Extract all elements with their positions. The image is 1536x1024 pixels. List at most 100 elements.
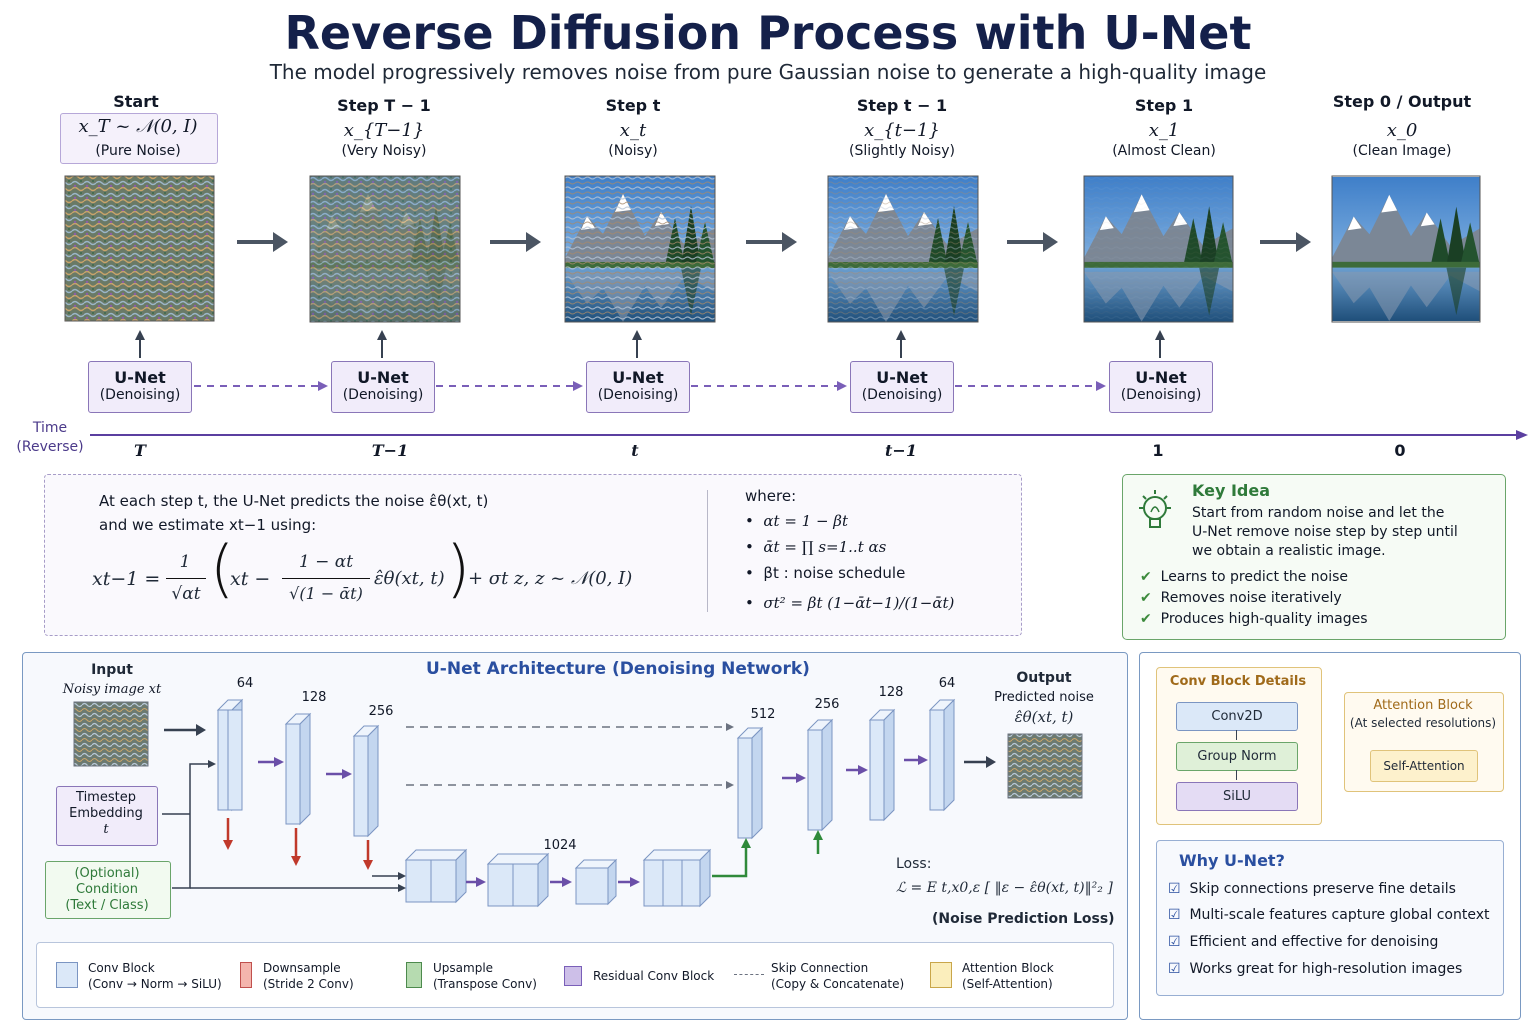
image-tile-noisy: [564, 175, 716, 323]
unet-arch-title: U-Net Architecture (Denoising Network): [426, 659, 810, 679]
formula-line1: At each step t, the U-Net predicts the n…: [99, 492, 489, 510]
key-idea-text-3: we obtain a realistic image.: [1192, 543, 1386, 559]
check-icon: ☑: [1168, 961, 1181, 977]
page-subtitle: The model progressively removes noise fr…: [269, 60, 1267, 84]
key-idea-text-1: Start from random noise and let the: [1192, 505, 1445, 521]
timestep-box: [56, 786, 158, 846]
legend-res-name: Residual Conv Block: [593, 969, 715, 983]
conv-details-title: Conv Block Details: [1169, 674, 1307, 689]
image-tile-clean: [1331, 175, 1481, 323]
legend-attn-name: Attention Block: [962, 961, 1054, 975]
step-var-0: x_0: [1386, 120, 1418, 141]
dec-ch-512: 512: [750, 707, 776, 722]
attention-title: Attention Block: [1373, 698, 1473, 713]
key-idea-point-2: ✔ Removes noise iteratively: [1140, 590, 1342, 606]
unet-box-sub: (Denoising): [342, 387, 424, 403]
unet-up-arrows: [135, 330, 1165, 358]
why-point-4: ☑ Works great for high-resolution images: [1168, 961, 1463, 977]
step-desc-T-1: (Very Noisy): [341, 143, 427, 159]
output-sub: Predicted noise: [994, 690, 1094, 705]
check-icon: ☑: [1168, 907, 1181, 923]
legend-swatch-conv: [56, 962, 78, 988]
tick-T-1: T−1: [371, 441, 409, 460]
unet-box-title: U-Net: [1135, 368, 1187, 387]
timeline-sub: (Reverse): [16, 439, 84, 455]
unet-box-1: U-Net (Denoising): [88, 361, 192, 413]
why-point-1: ☑ Skip connections preserve fine details: [1168, 881, 1456, 897]
timeline-arrowhead: [1516, 430, 1528, 440]
step-var-t-1: x_{t−1}: [864, 120, 940, 141]
unet-box-3: U-Net (Denoising): [586, 361, 690, 413]
formula-box: [44, 474, 1022, 636]
step-desc-start: (Pure Noise): [95, 143, 181, 159]
dec-ch-128: 128: [878, 685, 904, 700]
unet-box-sub: (Denoising): [99, 387, 181, 403]
loss-note: (Noise Prediction Loss): [932, 911, 1115, 927]
key-idea-point-1: ✔ Learns to predict the noise: [1140, 569, 1349, 585]
why-unet-box: [1156, 840, 1504, 996]
conv-arrow-2: [1236, 770, 1237, 780]
step-label-t-1: Step t − 1: [856, 96, 948, 115]
legend-down-sub: (Stride 2 Conv): [263, 977, 354, 991]
step-desc-t-1: (Slightly Noisy): [849, 143, 955, 159]
def-alpha: • αt = 1 − βt: [745, 512, 848, 530]
legend-conv-name: Conv Block: [88, 961, 155, 975]
why-point-3: ☑ Efficient and effective for denoising: [1168, 934, 1439, 950]
formula-line2: and we estimate xt−1 using:: [99, 516, 317, 534]
diffusion-steps-svg: [64, 175, 1528, 440]
def-beta: • βt : noise schedule: [745, 564, 906, 582]
key-idea-text-2: U-Net remove noise step by step until: [1192, 524, 1458, 540]
loss-label: Loss:: [896, 856, 932, 872]
step-label-start: Start: [113, 92, 159, 111]
legend-swatch-skip: [734, 974, 764, 975]
tick-1: 1: [1152, 441, 1164, 460]
legend-down-name: Downsample: [263, 961, 341, 975]
legend-swatch-attn: [930, 962, 952, 988]
legend-attn-sub: (Self-Attention): [962, 977, 1053, 991]
legend-skip-name: Skip Connection: [771, 961, 869, 975]
image-tile-very-noisy: [309, 175, 461, 323]
key-idea-title: Key Idea: [1192, 481, 1271, 500]
step-var-t: x_t: [619, 120, 647, 141]
unet-box-title: U-Net: [357, 368, 409, 387]
step-label-t: Step t: [605, 96, 661, 115]
timestep-l2: Embedding: [69, 806, 143, 821]
legend-up-sub: (Transpose Conv): [433, 977, 537, 991]
where-label: where:: [745, 487, 797, 505]
step-label-0: Step 0 / Output: [1332, 92, 1472, 111]
key-idea-point-3: ✔ Produces high-quality images: [1140, 611, 1368, 627]
timeline-label: Time: [32, 420, 68, 436]
legend-swatch-down: [240, 962, 252, 988]
tick-t: t: [631, 441, 639, 460]
unet-chain-arrowheads: [318, 381, 1106, 391]
paren-right: ): [446, 532, 471, 605]
image-tile-pure-noise: [64, 175, 215, 322]
step-desc-0: (Clean Image): [1352, 143, 1452, 159]
check-circle-icon: ✔: [1140, 611, 1152, 627]
loss-formula: ℒ = E t,x0,ε [ ‖ε − ε̂θ(xt, t)‖²₂ ]: [896, 880, 1113, 896]
frac2-den: √(1 − ᾱt): [289, 584, 363, 603]
legend-up-name: Upsample: [433, 961, 494, 975]
check-icon: ☑: [1168, 881, 1181, 897]
unet-box-title: U-Net: [612, 368, 664, 387]
output-label: Output: [1016, 670, 1072, 686]
unet-box-2: U-Net (Denoising): [331, 361, 435, 413]
step-desc-1: (Almost Clean): [1112, 143, 1216, 159]
image-tile-almost-clean: [1083, 175, 1234, 323]
formula-eps: ε̂θ(xt, t): [374, 568, 445, 589]
image-tile-slightly-noisy: [827, 175, 979, 323]
condition-box: [45, 861, 171, 919]
step-var-T-1: x_{T−1}: [343, 120, 425, 141]
lightbulb-icon: [1139, 490, 1171, 528]
check-icon: ☑: [1168, 934, 1181, 950]
page-title: Reverse Diffusion Process with U-Net: [284, 6, 1252, 60]
tick-t-1: t−1: [885, 441, 917, 460]
step-desc-t: (Noisy): [608, 143, 658, 159]
why-unet-title: Why U-Net?: [1179, 851, 1285, 870]
formula-divider: [707, 490, 708, 612]
conv-arrow-1: [1236, 730, 1237, 740]
frac2-bar: [282, 578, 370, 579]
check-circle-icon: ✔: [1140, 569, 1152, 585]
attention-sub: (At selected resolutions): [1349, 716, 1497, 730]
